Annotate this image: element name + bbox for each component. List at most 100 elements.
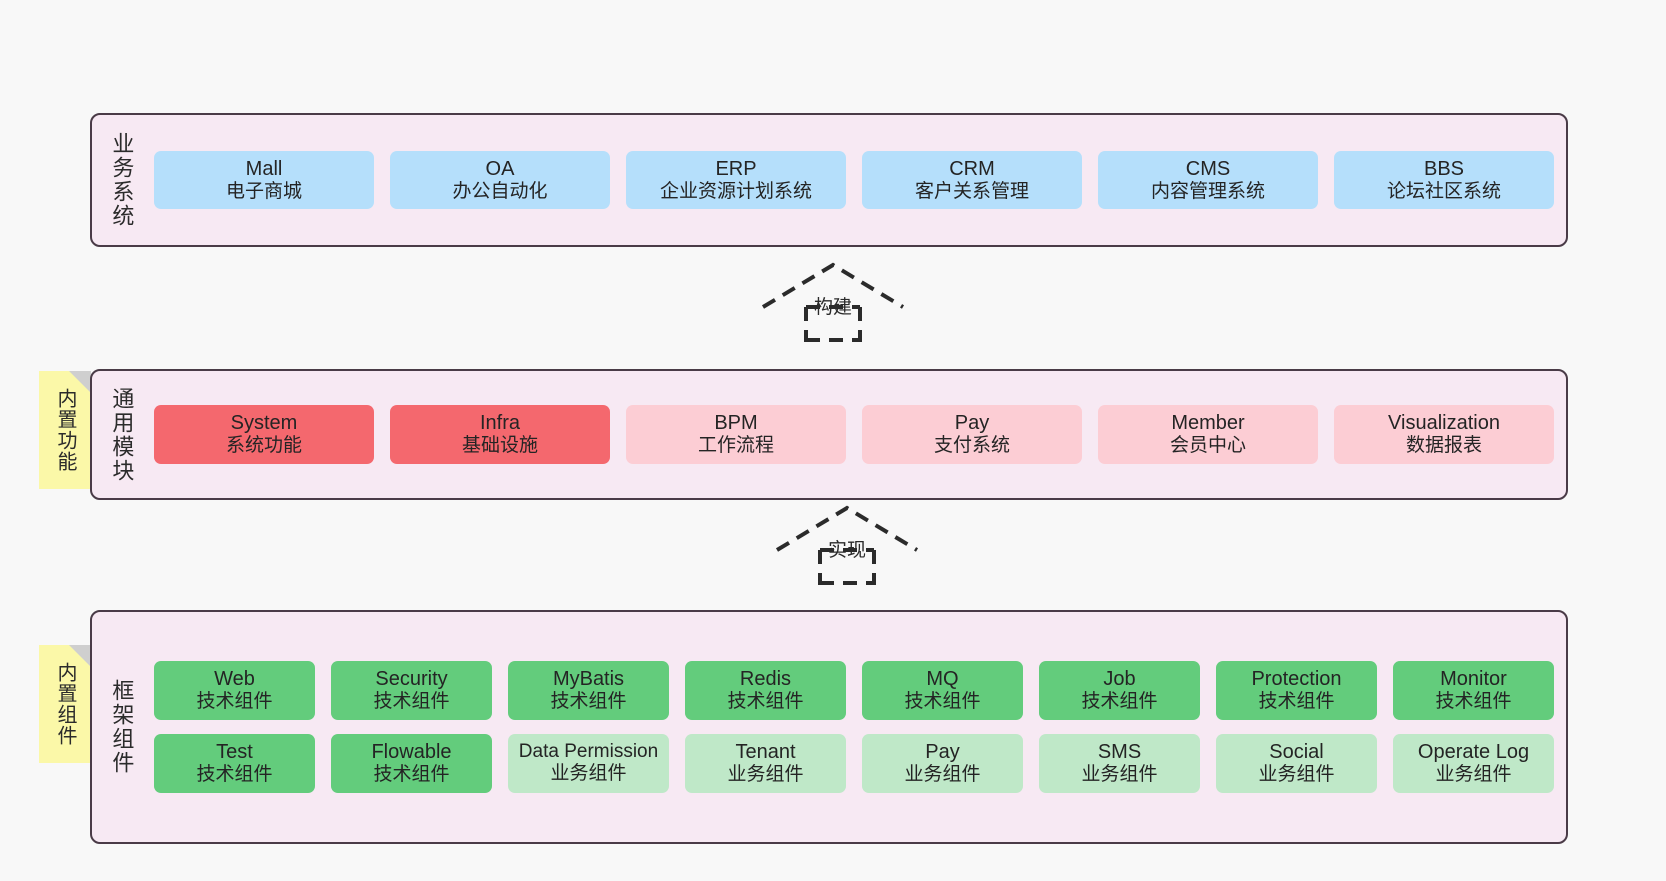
card-subtitle: 技术组件 xyxy=(373,764,450,785)
note-builtin-components: 内置组件 xyxy=(39,645,91,763)
card-title: Monitor xyxy=(1440,668,1507,691)
card-title: SMS xyxy=(1097,741,1142,763)
card-title: BBS xyxy=(1423,157,1465,180)
card-title: Security xyxy=(375,668,448,691)
card-subtitle: 技术组件 xyxy=(904,691,981,713)
card-subtitle: 业务组件 xyxy=(1435,764,1512,785)
note-fold-corner-icon xyxy=(69,371,91,393)
card-title: BPM xyxy=(714,412,758,435)
card-title: Redis xyxy=(739,668,792,691)
card-redis[interactable]: Redis 技术组件 xyxy=(685,661,846,720)
card-mq[interactable]: MQ 技术组件 xyxy=(862,661,1023,720)
card-security[interactable]: Security 技术组件 xyxy=(331,661,492,720)
card-subtitle: 系统功能 xyxy=(225,435,302,457)
card-data-permission[interactable]: Data Permission 业务组件 xyxy=(508,734,669,793)
connector-implement-label: 实现 xyxy=(828,540,867,561)
card-infra[interactable]: Infra 基础设施 xyxy=(390,405,610,464)
card-title: Social xyxy=(1269,741,1324,763)
card-subtitle: 业务组件 xyxy=(904,764,981,785)
layer-business-system: 业务系统 Mall 电子商城 OA 办公自动化 ERP 企业资源计划系统 CRM… xyxy=(90,113,1568,247)
card-bpm[interactable]: BPM 工作流程 xyxy=(626,405,846,464)
card-operate-log[interactable]: Operate Log 业务组件 xyxy=(1393,734,1554,793)
card-test[interactable]: Test 技术组件 xyxy=(154,734,315,793)
card-subtitle: 业务组件 xyxy=(727,764,804,785)
card-title: Flowable xyxy=(371,741,452,763)
card-monitor[interactable]: Monitor 技术组件 xyxy=(1393,661,1554,720)
card-subtitle: 工作流程 xyxy=(697,435,774,457)
card-title: CRM xyxy=(949,157,995,180)
card-subtitle: 技术组件 xyxy=(196,764,273,785)
card-system[interactable]: System 系统功能 xyxy=(154,405,374,464)
card-title: Job xyxy=(1103,668,1136,691)
card-title: Test xyxy=(216,741,253,763)
card-oa[interactable]: OA 办公自动化 xyxy=(390,150,610,210)
card-subtitle: 企业资源计划系统 xyxy=(659,180,812,202)
card-mybatis[interactable]: MyBatis 技术组件 xyxy=(508,661,669,720)
card-subtitle: 技术组件 xyxy=(1081,691,1158,713)
card-subtitle: 会员中心 xyxy=(1169,435,1246,457)
card-title: System xyxy=(230,412,298,435)
card-subtitle: 内容管理系统 xyxy=(1150,180,1265,202)
connector-build-label: 构建 xyxy=(814,297,853,318)
card-title: Web xyxy=(214,668,255,691)
card-pay-business[interactable]: Pay 业务组件 xyxy=(862,734,1023,793)
card-row: System 系统功能 Infra 基础设施 BPM 工作流程 Pay 支付系统… xyxy=(154,405,1554,464)
card-row-business: Test 技术组件 Flowable 技术组件 Data Permission … xyxy=(154,734,1554,793)
card-title: ERP xyxy=(715,157,757,180)
layer-body-framework: Web 技术组件 Security 技术组件 MyBatis 技术组件 Redi… xyxy=(138,622,1554,832)
card-subtitle: 业务组件 xyxy=(550,763,627,785)
card-visualization[interactable]: Visualization 数据报表 xyxy=(1334,405,1554,464)
card-subtitle: 客户关系管理 xyxy=(914,180,1029,202)
card-title: CMS xyxy=(1185,157,1231,180)
note-builtin-features: 内置功能 xyxy=(39,371,91,489)
card-bbs[interactable]: BBS 论坛社区系统 xyxy=(1334,150,1554,210)
card-social[interactable]: Social 业务组件 xyxy=(1216,734,1377,793)
card-member[interactable]: Member 会员中心 xyxy=(1098,405,1318,464)
card-subtitle: 数据报表 xyxy=(1405,435,1482,457)
card-title: Tenant xyxy=(735,741,796,763)
card-subtitle: 论坛社区系统 xyxy=(1386,180,1501,202)
card-flowable[interactable]: Flowable 技术组件 xyxy=(331,734,492,793)
card-title: MyBatis xyxy=(552,668,625,691)
layer-body-common: System 系统功能 Infra 基础设施 BPM 工作流程 Pay 支付系统… xyxy=(138,381,1554,488)
card-pay[interactable]: Pay 支付系统 xyxy=(862,405,1082,464)
card-crm[interactable]: CRM 客户关系管理 xyxy=(862,150,1082,210)
card-subtitle: 基础设施 xyxy=(461,435,538,457)
card-protection[interactable]: Protection 技术组件 xyxy=(1216,661,1377,720)
card-sms[interactable]: SMS 业务组件 xyxy=(1039,734,1200,793)
card-title: Mall xyxy=(245,157,283,180)
card-row: Mall 电子商城 OA 办公自动化 ERP 企业资源计划系统 CRM 客户关系… xyxy=(154,150,1554,210)
card-title: Pay xyxy=(925,741,960,763)
card-subtitle: 技术组件 xyxy=(196,691,273,713)
card-title: Infra xyxy=(479,412,521,435)
note-label: 内置功能 xyxy=(54,388,76,472)
card-subtitle: 技术组件 xyxy=(1258,691,1335,713)
layer-common-module: 通用模块 System 系统功能 Infra 基础设施 BPM 工作流程 Pay… xyxy=(90,369,1568,500)
card-title: Pay xyxy=(954,412,990,435)
card-title: Operate Log xyxy=(1417,741,1530,763)
card-erp[interactable]: ERP 企业资源计划系统 xyxy=(626,150,846,210)
layer-body-business: Mall 电子商城 OA 办公自动化 ERP 企业资源计划系统 CRM 客户关系… xyxy=(138,125,1554,235)
card-subtitle: 技术组件 xyxy=(727,691,804,713)
note-label: 内置组件 xyxy=(54,662,76,746)
card-subtitle: 支付系统 xyxy=(933,435,1010,457)
card-subtitle: 业务组件 xyxy=(1081,764,1158,785)
card-title: Protection xyxy=(1251,668,1342,691)
card-web[interactable]: Web 技术组件 xyxy=(154,661,315,720)
card-cms[interactable]: CMS 内容管理系统 xyxy=(1098,150,1318,210)
layer-framework-component: 框架组件 Web 技术组件 Security 技术组件 MyBatis 技术组件… xyxy=(90,610,1568,844)
card-subtitle: 业务组件 xyxy=(1258,764,1335,785)
card-mall[interactable]: Mall 电子商城 xyxy=(154,150,374,210)
layer-title-framework: 框架组件 xyxy=(109,679,135,775)
card-job[interactable]: Job 技术组件 xyxy=(1039,661,1200,720)
layer-title-common: 通用模块 xyxy=(109,386,135,483)
card-title: MQ xyxy=(926,668,959,691)
card-subtitle: 技术组件 xyxy=(373,691,450,713)
card-subtitle: 电子商城 xyxy=(225,180,302,202)
layer-title-business: 业务系统 xyxy=(109,132,135,228)
card-subtitle: 技术组件 xyxy=(550,691,627,713)
card-title: Data Permission xyxy=(518,740,659,762)
card-tenant[interactable]: Tenant 业务组件 xyxy=(685,734,846,793)
card-title: Visualization xyxy=(1388,412,1500,435)
